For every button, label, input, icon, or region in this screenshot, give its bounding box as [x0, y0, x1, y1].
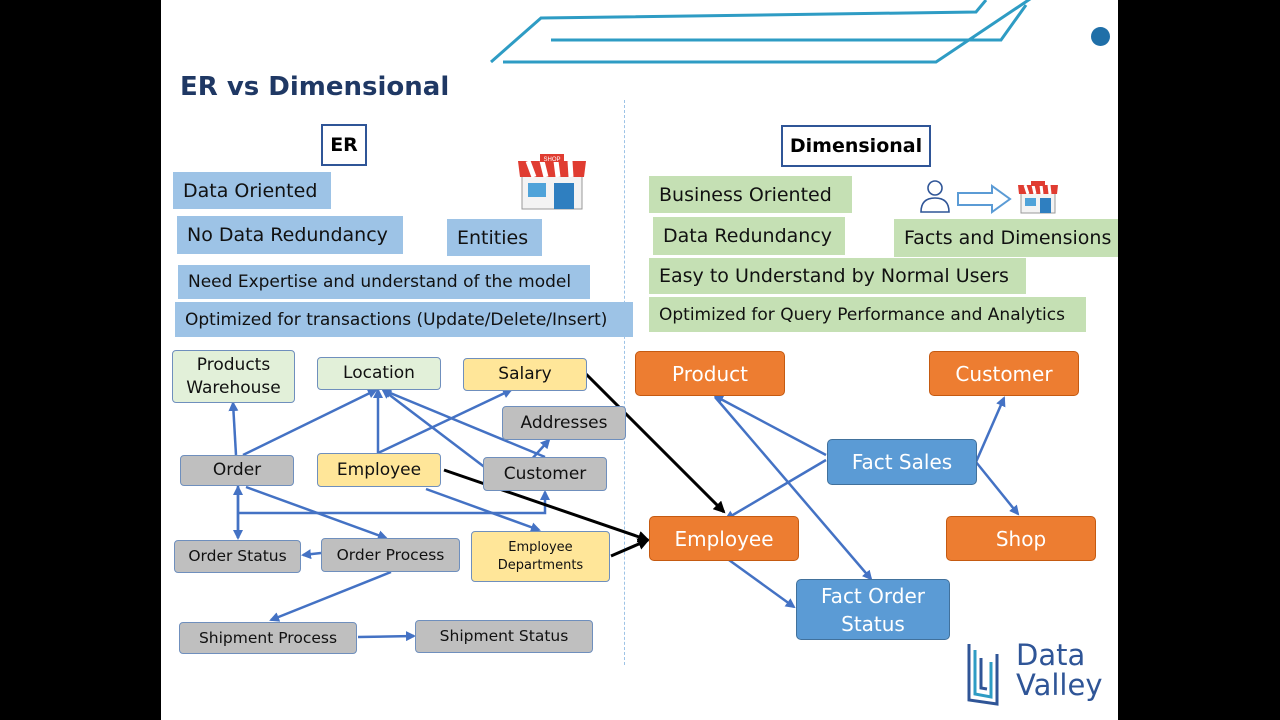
er-node-products-warehouse: Products Warehouse	[172, 350, 295, 403]
dim-node-shop: Shop	[946, 516, 1096, 561]
er-node-location: Location	[317, 357, 441, 390]
slide: ER vs Dimensional	[161, 0, 1118, 720]
er-node-employee: Employee	[317, 453, 441, 487]
shop-small-icon	[1018, 181, 1058, 214]
dim-feature-query: Optimized for Query Performance and Anal…	[649, 297, 1086, 332]
dim-node-customer: Customer	[929, 351, 1079, 396]
er-feature-no-redundancy: No Data Redundancy	[177, 216, 403, 254]
er-feature-data-oriented: Data Oriented	[173, 172, 331, 209]
dim-node-fact-order-status: Fact Order Status	[796, 579, 950, 640]
er-node-salary: Salary	[463, 358, 587, 391]
er-node-addresses: Addresses	[502, 406, 626, 440]
er-node-order: Order	[180, 455, 294, 486]
dim-feature-business-oriented: Business Oriented	[649, 176, 852, 213]
er-node-customer: Customer	[483, 457, 607, 491]
logo-text: Data Valley	[1016, 640, 1102, 701]
svg-text:SHOP: SHOP	[543, 157, 560, 163]
user-icon	[920, 180, 950, 213]
dimensional-header: Dimensional	[781, 125, 931, 167]
er-feature-transactions: Optimized for transactions (Update/Delet…	[175, 302, 633, 337]
er-header: ER	[321, 124, 367, 166]
arrow-right-icon	[957, 184, 1012, 214]
divider	[624, 100, 625, 665]
connectors	[228, 372, 1020, 642]
er-node-shipment-status: Shipment Status	[415, 620, 593, 653]
dim-node-product: Product	[635, 351, 785, 396]
er-feature-expertise: Need Expertise and understand of the mod…	[178, 265, 590, 299]
dim-node-employee: Employee	[649, 516, 799, 561]
er-node-order-status: Order Status	[174, 540, 301, 573]
page-title: ER vs Dimensional	[180, 72, 450, 102]
logo-line-2: Valley	[1016, 668, 1103, 703]
er-node-order-process: Order Process	[321, 538, 460, 572]
er-node-employee-departments: Employee Departments	[471, 531, 610, 582]
decorative-lines-icon	[490, 0, 1032, 64]
shop-icon: SHOP	[518, 154, 586, 210]
er-feature-entities: Entities	[447, 219, 542, 256]
logo-icon	[967, 644, 999, 706]
dot-icon	[1091, 27, 1110, 46]
dim-feature-facts-dimensions: Facts and Dimensions	[894, 219, 1118, 257]
er-node-shipment-process: Shipment Process	[179, 622, 357, 654]
dim-node-fact-sales: Fact Sales	[827, 439, 977, 485]
dim-feature-easy: Easy to Understand by Normal Users	[649, 258, 1026, 294]
dim-feature-redundancy: Data Redundancy	[653, 217, 845, 255]
logo-line-1: Data	[1016, 638, 1086, 672]
